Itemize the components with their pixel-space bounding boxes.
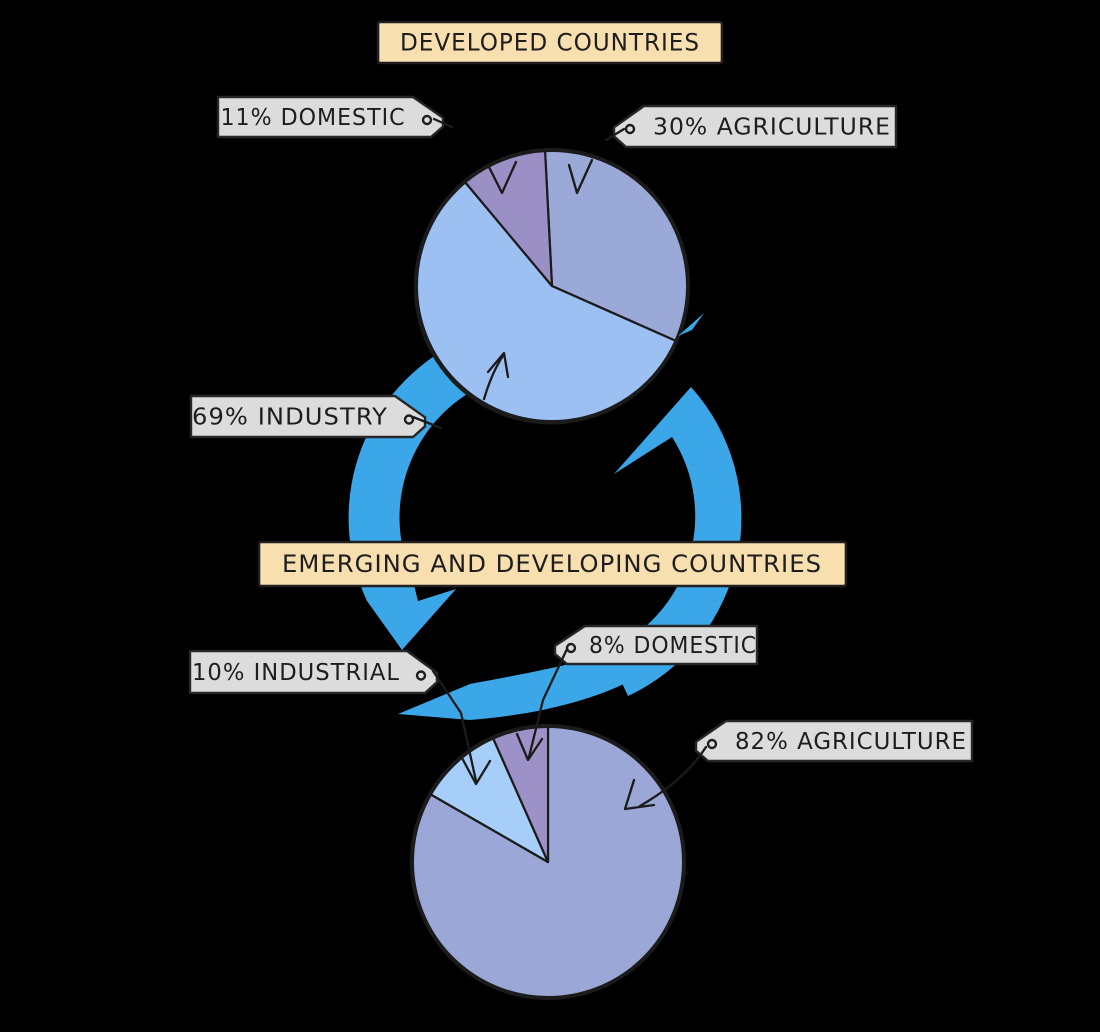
arrow-into-emerging-domestic-icon — [515, 732, 544, 762]
tag-30-agriculture-shape — [612, 104, 898, 149]
tag-hole-icon — [706, 738, 718, 750]
leader-11-domestic — [432, 117, 454, 129]
banner-emerging-box — [257, 540, 848, 588]
banner-developed-box — [376, 20, 724, 65]
tag-8-domestic: 8% DOMESTIC — [553, 624, 759, 666]
tag-8-domestic-label: 8% DOMESTIC — [589, 633, 757, 659]
leader-69-industry — [411, 415, 443, 430]
tag-hole-icon — [565, 642, 577, 654]
tag-hole-icon — [403, 414, 415, 425]
banner-emerging: EMERGING AND DEVELOPING COUNTRIES — [257, 540, 848, 588]
arrow-into-developed-domestic-icon — [486, 160, 518, 195]
arrow-into-developed-industry-icon — [486, 351, 510, 379]
tag-10-industrial-label: 10% INDUSTRIAL — [192, 660, 400, 686]
tag-82-agriculture-shape — [694, 719, 974, 763]
tag-8-domestic-shape — [553, 624, 759, 666]
leader-30-agriculture — [604, 127, 626, 142]
tag-82-agriculture-label: 82% AGRICULTURE — [735, 729, 967, 755]
tag-69-industry-shape — [189, 394, 427, 439]
tag-30-agriculture-label: 30% AGRICULTURE — [653, 115, 891, 141]
tag-hole-icon — [421, 114, 433, 126]
pie-developed-outline — [414, 148, 690, 424]
tag-10-industrial-shape — [188, 649, 439, 695]
pie-developed — [414, 148, 690, 425]
pie-emerging — [410, 724, 686, 1000]
leader-8-domestic — [527, 647, 569, 759]
tag-11-domestic: 11% DOMESTIC — [216, 95, 445, 139]
tag-30-agriculture: 30% AGRICULTURE — [612, 104, 898, 149]
cycle-arrow-bottom — [398, 635, 655, 720]
banner-developed-label: DEVELOPED COUNTRIES — [400, 29, 700, 57]
arrow-into-emerging-industrial-icon — [460, 756, 492, 786]
tag-69-industry-label: 69% INDUSTRY — [192, 405, 388, 431]
arrow-into-emerging-agriculture-icon — [623, 778, 656, 811]
tag-11-domestic-label: 11% DOMESTIC — [221, 105, 406, 131]
tag-82-agriculture: 82% AGRICULTURE — [694, 719, 974, 763]
tag-10-industrial: 10% INDUSTRIAL — [188, 649, 439, 695]
banner-emerging-label: EMERGING AND DEVELOPING COUNTRIES — [282, 550, 822, 578]
pie-emerging-outline — [410, 724, 686, 1000]
tag-hole-icon — [415, 670, 427, 681]
tag-hole-icon — [624, 123, 636, 135]
leader-10-industrial — [431, 669, 478, 783]
arrow-into-emerging-agriculture-shaft — [638, 745, 708, 808]
cycle-arrow-right — [607, 387, 742, 696]
tag-11-domestic-shape — [216, 95, 445, 139]
annotation-arrows — [411, 117, 708, 811]
arrow-into-developed-agriculture-icon — [567, 158, 594, 195]
cycle-arrow-tip-sliver — [678, 313, 704, 336]
banner-developed: DEVELOPED COUNTRIES — [376, 20, 724, 65]
tag-69-industry: 69% INDUSTRY — [189, 394, 427, 439]
